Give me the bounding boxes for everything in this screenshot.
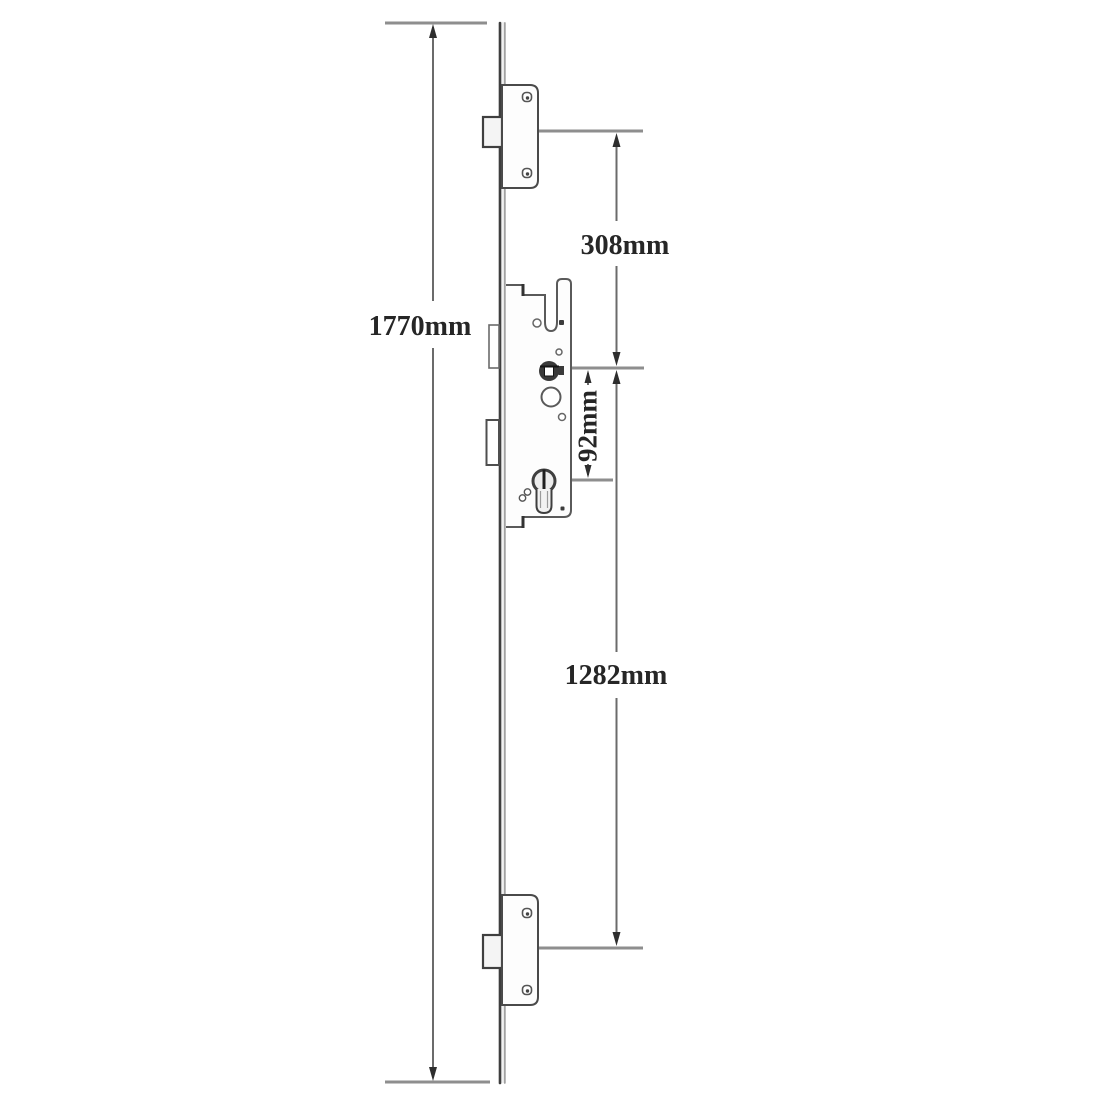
label-overall-length: 1770mm: [369, 311, 472, 342]
arrow-1770-up: [429, 24, 437, 38]
top-latch-bolt: [481, 115, 504, 149]
top-keep-plate: [501, 84, 539, 189]
label-top-latch-to-spindle: 308mm: [581, 230, 670, 261]
gearbox-outline: [506, 278, 572, 528]
gearbox-case: [506, 278, 572, 528]
arrow-1282-down: [612, 932, 621, 946]
fixing-screw-pair: [518, 488, 532, 502]
bottom-keep-assembly: [481, 894, 539, 1006]
cylinder-body: [535, 489, 553, 515]
rivet-icon: [560, 506, 565, 511]
case-screw-hole: [555, 348, 563, 356]
euro-cylinder: [531, 468, 557, 515]
spindle-follower: [539, 361, 564, 381]
arrow-1770-down: [429, 1067, 437, 1081]
bottom-latch-bolt: [481, 933, 504, 970]
gear-hole: [540, 386, 562, 408]
fixing-screw-icon: [518, 494, 527, 502]
arrow-92-up: [584, 370, 592, 383]
screw-dot-icon: [525, 172, 530, 176]
roller-cam-upper: [488, 324, 500, 369]
label-spindle-to-bottom-latch: 1282mm: [565, 660, 668, 691]
arrow-308-up: [612, 133, 621, 147]
rivet-icon: [559, 320, 564, 325]
label-spindle-to-cylinder: 92mm: [573, 390, 603, 462]
screw-dot-icon: [525, 989, 530, 993]
spindle-nub: [558, 366, 564, 375]
roller-cam-lower: [485, 419, 500, 466]
case-screw-hole: [532, 318, 542, 328]
arrow-308-down: [612, 352, 621, 366]
case-screw-hole: [557, 412, 567, 422]
screw-dot-icon: [525, 96, 530, 100]
top-keep-assembly: [481, 84, 539, 189]
arrow-1282-up: [612, 370, 621, 384]
bottom-keep-plate: [501, 894, 539, 1006]
dimension-arrows: [429, 24, 621, 1081]
arrow-92-down: [584, 465, 592, 478]
faceplate-body: [498, 22, 506, 1083]
screw-dot-icon: [525, 912, 530, 916]
spindle-square-hole: [544, 366, 554, 377]
fixing-screw-icon: [523, 488, 532, 496]
